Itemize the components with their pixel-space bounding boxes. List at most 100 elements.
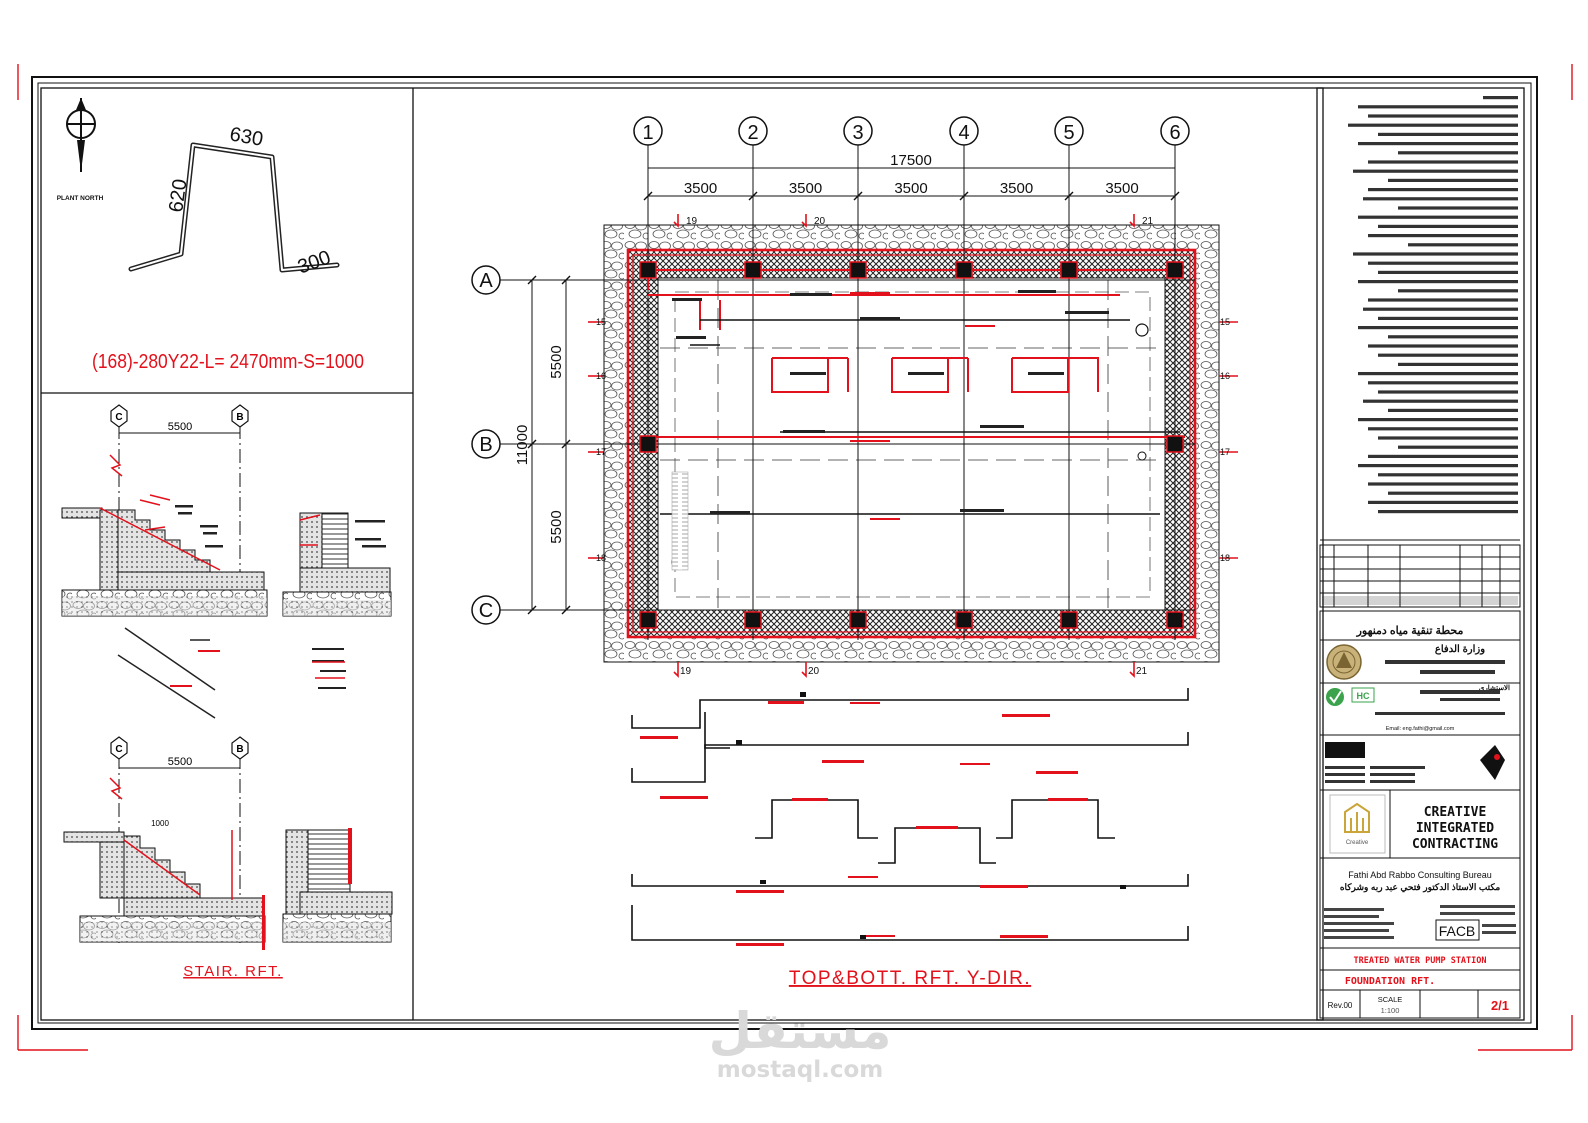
section-label-bottom: 19 bbox=[680, 666, 692, 677]
scale-label: SCALE bbox=[1378, 995, 1403, 1004]
dim-tick bbox=[643, 191, 653, 201]
grid-bubble-row bbox=[471, 265, 501, 295]
note-line bbox=[1363, 307, 1518, 311]
note-line bbox=[1368, 298, 1518, 302]
dim-tick bbox=[959, 191, 969, 201]
note-line bbox=[1363, 197, 1518, 201]
section-label-right: 17 bbox=[1220, 447, 1230, 457]
section-mark-bottom bbox=[801, 662, 807, 678]
note-line bbox=[1368, 344, 1518, 348]
consultant-name-ar: مكتب الاستاذ الدكتور فتحي عبد ربه وشركاه bbox=[1340, 882, 1501, 893]
plan-title: TOP&BOTT. RFT. Y-DIR. bbox=[789, 968, 1031, 989]
note-line bbox=[1353, 252, 1518, 256]
note-line bbox=[1388, 408, 1518, 412]
section-mark-top bbox=[673, 214, 679, 228]
dim-tick bbox=[561, 439, 571, 449]
note-line bbox=[1368, 381, 1518, 385]
revision-label: Rev.00 bbox=[1328, 1001, 1353, 1010]
title-block: محطة تنقية مياه دمنهور وزارة الدفاع الاس… bbox=[1319, 610, 1521, 1019]
grid-label-col: 3 bbox=[852, 122, 863, 144]
note-line bbox=[1358, 464, 1518, 468]
grid-label-col: 4 bbox=[958, 122, 969, 144]
facb-logo: FACB bbox=[1439, 923, 1476, 939]
consultant-name-en: Fathi Abd Rabbo Consulting Bureau bbox=[1348, 870, 1492, 880]
section-label-right: 15 bbox=[1220, 317, 1230, 327]
note-line bbox=[1378, 316, 1518, 320]
stair2-axis-right: B bbox=[236, 744, 243, 755]
bent-bar-shape: 630 620 300 bbox=[128, 123, 340, 279]
note-line bbox=[1378, 390, 1518, 394]
stair1-axis-left: C bbox=[115, 412, 122, 423]
bar-schedule-label: (168)-280Y22-L= 2470mm-S=1000 bbox=[92, 351, 364, 373]
grid-bubble-row bbox=[471, 595, 501, 625]
section-label-right: 18 bbox=[1220, 553, 1230, 563]
scale-value: 1:100 bbox=[1381, 1006, 1400, 1015]
note-line bbox=[1378, 473, 1518, 477]
grid-label-col: 1 bbox=[642, 122, 653, 144]
section-mark-top bbox=[801, 214, 807, 228]
note-line bbox=[1358, 372, 1518, 376]
section-label-bottom: 20 bbox=[808, 666, 820, 677]
grid-bubble-col bbox=[1160, 116, 1190, 146]
note-line bbox=[1358, 105, 1518, 109]
plan-column bbox=[639, 435, 657, 453]
owner-name: وزارة الدفاع bbox=[1435, 644, 1485, 655]
plan-column bbox=[1060, 261, 1078, 279]
plan-column bbox=[955, 261, 973, 279]
plan-column bbox=[849, 611, 867, 629]
section-label-bottom: 21 bbox=[1136, 666, 1148, 677]
note-line bbox=[1353, 169, 1518, 173]
note-line bbox=[1363, 399, 1518, 403]
project-name: محطة تنقية مياه دمنهور bbox=[1356, 625, 1464, 637]
bar-dim-side: 620 bbox=[165, 178, 191, 214]
contractor-logo-icon bbox=[1325, 742, 1365, 758]
dim-bay-depth: 5500 bbox=[548, 510, 565, 543]
note-line bbox=[1358, 418, 1518, 422]
consultant-logo-icon bbox=[1326, 688, 1344, 706]
watermark-arabic: مستقل bbox=[708, 1002, 892, 1060]
consultant-email: Email: eng.fathi@gmail.com bbox=[1386, 726, 1455, 732]
dim-overall-width: 17500 bbox=[890, 152, 932, 169]
grid-bubble-col bbox=[843, 116, 873, 146]
dim-bay-width: 3500 bbox=[894, 180, 927, 197]
note-line bbox=[1368, 114, 1518, 118]
section-label-top: 20 bbox=[814, 216, 826, 227]
stair-section-1: C B 5500 bbox=[61, 404, 392, 719]
sheet-border bbox=[31, 76, 1538, 1030]
section-mark-top bbox=[1129, 214, 1135, 228]
plan-column bbox=[849, 261, 867, 279]
note-line bbox=[1378, 353, 1518, 357]
note-line bbox=[1368, 427, 1518, 431]
dim-bay-width: 3500 bbox=[1105, 180, 1138, 197]
bar-dim-top: 630 bbox=[228, 123, 265, 150]
note-line bbox=[1398, 151, 1518, 155]
stair1-span: 5500 bbox=[168, 421, 192, 433]
note-line bbox=[1378, 224, 1518, 228]
note-line bbox=[1368, 261, 1518, 265]
dim-bay-width: 3500 bbox=[789, 180, 822, 197]
dim-bay-width: 3500 bbox=[1000, 180, 1033, 197]
grid-bubble-col bbox=[949, 116, 979, 146]
stair-section-2: C B 5500 1000 STAIR. RFT. bbox=[63, 736, 393, 980]
plan-columns bbox=[639, 261, 1184, 629]
plan-column bbox=[1166, 261, 1184, 279]
note-line bbox=[1378, 270, 1518, 274]
stair1-axis-right: B bbox=[236, 412, 243, 423]
dim-tick bbox=[527, 275, 537, 285]
plan-rebar bbox=[639, 261, 1185, 629]
notes-block bbox=[1320, 96, 1520, 541]
section-mark-bottom bbox=[1129, 662, 1135, 678]
note-line bbox=[1408, 243, 1518, 247]
grid-bubble-col bbox=[633, 116, 663, 146]
section-label-left: 16 bbox=[596, 371, 606, 381]
dim-tick bbox=[561, 275, 571, 285]
note-line bbox=[1398, 206, 1518, 210]
contractor-name-3: CONTRACTING bbox=[1412, 837, 1498, 852]
plan-column bbox=[744, 261, 762, 279]
plan-column bbox=[1166, 611, 1184, 629]
dim-tick bbox=[561, 605, 571, 615]
grid-bubble-col bbox=[738, 116, 768, 146]
drawing-title-1: TREATED WATER PUMP STATION bbox=[1353, 956, 1486, 966]
grid-label-row: C bbox=[479, 600, 493, 622]
